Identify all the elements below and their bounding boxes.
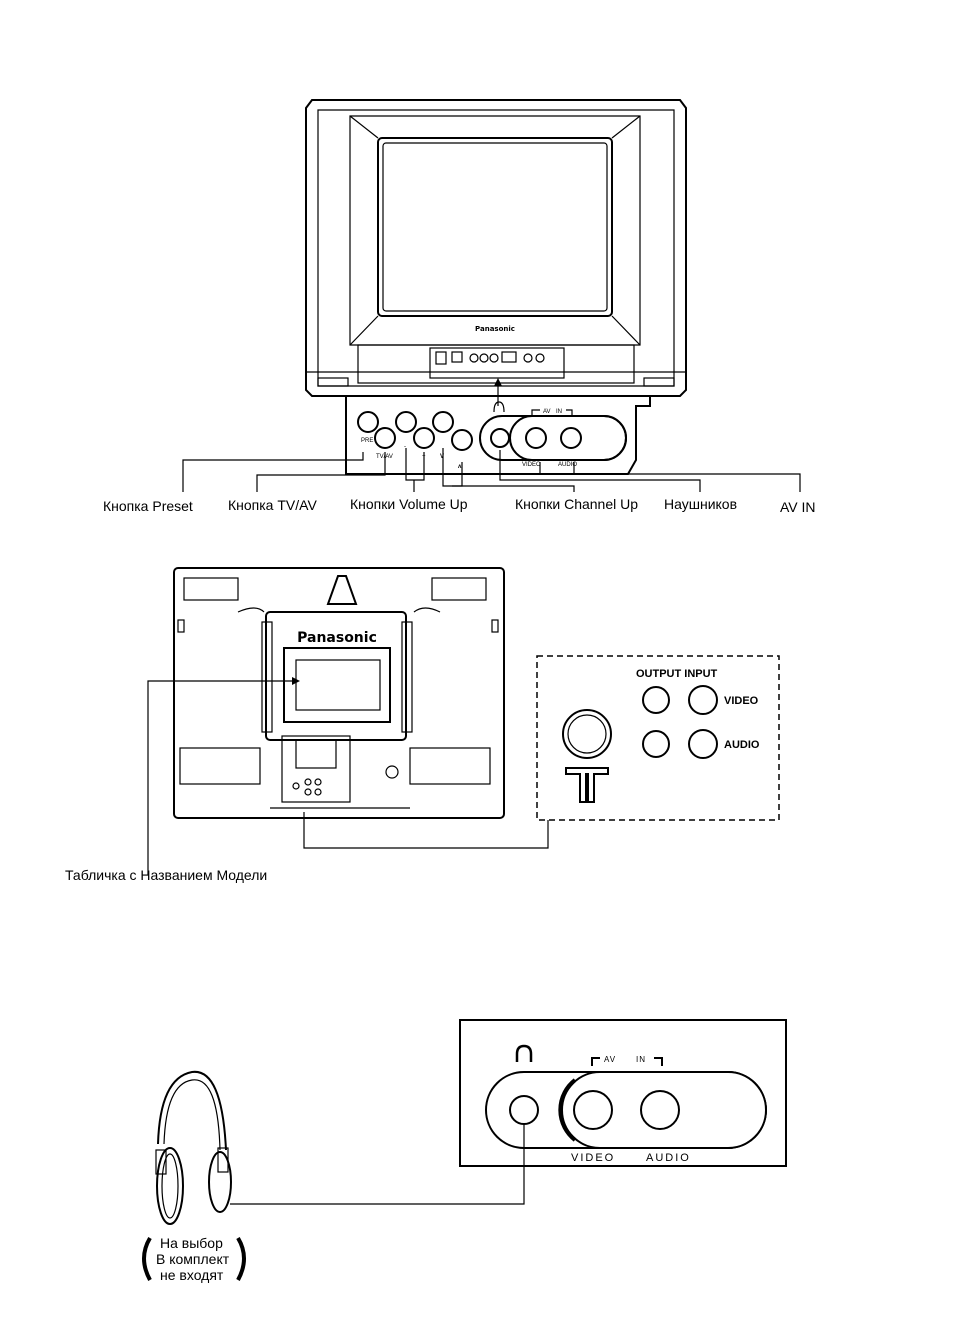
label-volume-buttons: Кнопки Volume Up [350,496,468,512]
front-in-label: IN [556,409,562,415]
label-video: VIDEO [571,1152,615,1164]
label-model-plate: Табличка с Названием Модели [65,867,267,883]
label-channel-buttons: Кнопки Channel Up [515,496,638,512]
label-tvav-button: Кнопка TV/AV [228,497,317,513]
antenna-jack [563,710,611,758]
pre-label: PRE [361,438,373,444]
volume-down-button [396,412,416,432]
tv-rear-brand: Panasonic [297,630,377,646]
input-audio-jack [689,730,717,758]
headphone-icon [494,402,504,412]
tv-front-brand: Panasonic [475,325,515,333]
label-preset-button: Кнопка Preset [103,498,193,514]
pre-button [358,412,378,432]
volume-up-button [414,428,434,448]
label-headphones: Наушников [664,496,737,512]
rear-jacks-zoom [537,656,779,820]
input-video-jack [689,686,717,714]
headphone-jack [510,1096,538,1124]
label-in: IN [636,1055,646,1064]
output-audio-jack [643,731,669,757]
label-rear-audio: AUDIO [724,739,760,751]
front-audio-jack [561,428,581,448]
channel-up-button [452,430,472,450]
label-av-in: AV IN [780,499,816,515]
tv-front-illustration [306,100,686,396]
front-control-panel [346,396,650,474]
front-headphone-jack [491,429,509,447]
tv-rear-illustration [174,568,504,818]
tvav-button [375,428,395,448]
label-optional-3: не входят [160,1267,224,1283]
headphone-icon [517,1046,531,1062]
label-optional-2: В комплект [156,1251,230,1267]
label-av: AV [604,1055,616,1064]
label-optional-1: На выбор [160,1235,223,1251]
label-audio: AUDIO [646,1152,691,1164]
headphone-panel-zoom [460,1020,786,1166]
front-callout-lines [183,448,800,492]
headphones-illustration [156,1072,231,1224]
front-video-jack [526,428,546,448]
label-rear-video: VIDEO [724,695,759,707]
output-video-jack [643,687,669,713]
channel-down-button [433,412,453,432]
front-video-label: VIDEO [522,462,541,468]
front-av-label: AV [543,409,551,415]
label-output-input: OUTPUT INPUT [636,668,718,680]
